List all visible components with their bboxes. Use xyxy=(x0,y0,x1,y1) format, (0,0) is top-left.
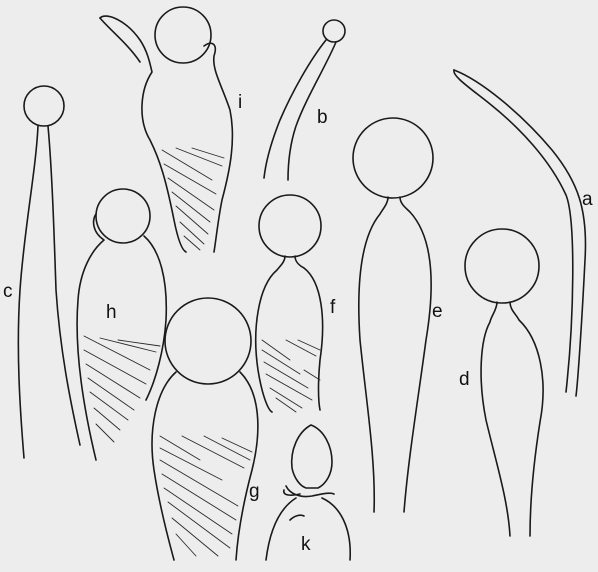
cell-a: a xyxy=(454,70,593,396)
label-e: e xyxy=(432,301,443,322)
label-c: c xyxy=(3,281,13,302)
cell-k: k xyxy=(266,425,350,560)
label-b: b xyxy=(317,107,328,128)
label-a: a xyxy=(582,189,593,210)
cell-h: h xyxy=(77,189,166,460)
label-k: k xyxy=(301,534,311,555)
label-f: f xyxy=(330,297,336,318)
label-i: i xyxy=(238,92,242,113)
cell-e: e xyxy=(353,118,443,512)
label-d: d xyxy=(459,369,470,390)
cell-f: f xyxy=(256,195,336,412)
cell-b: b xyxy=(264,20,345,180)
cell-d: d xyxy=(459,229,543,536)
cell-g: g xyxy=(152,298,260,560)
label-h: h xyxy=(106,302,117,323)
cell-c: c xyxy=(3,86,80,458)
label-g: g xyxy=(249,481,260,502)
cell-i: i xyxy=(100,7,242,252)
